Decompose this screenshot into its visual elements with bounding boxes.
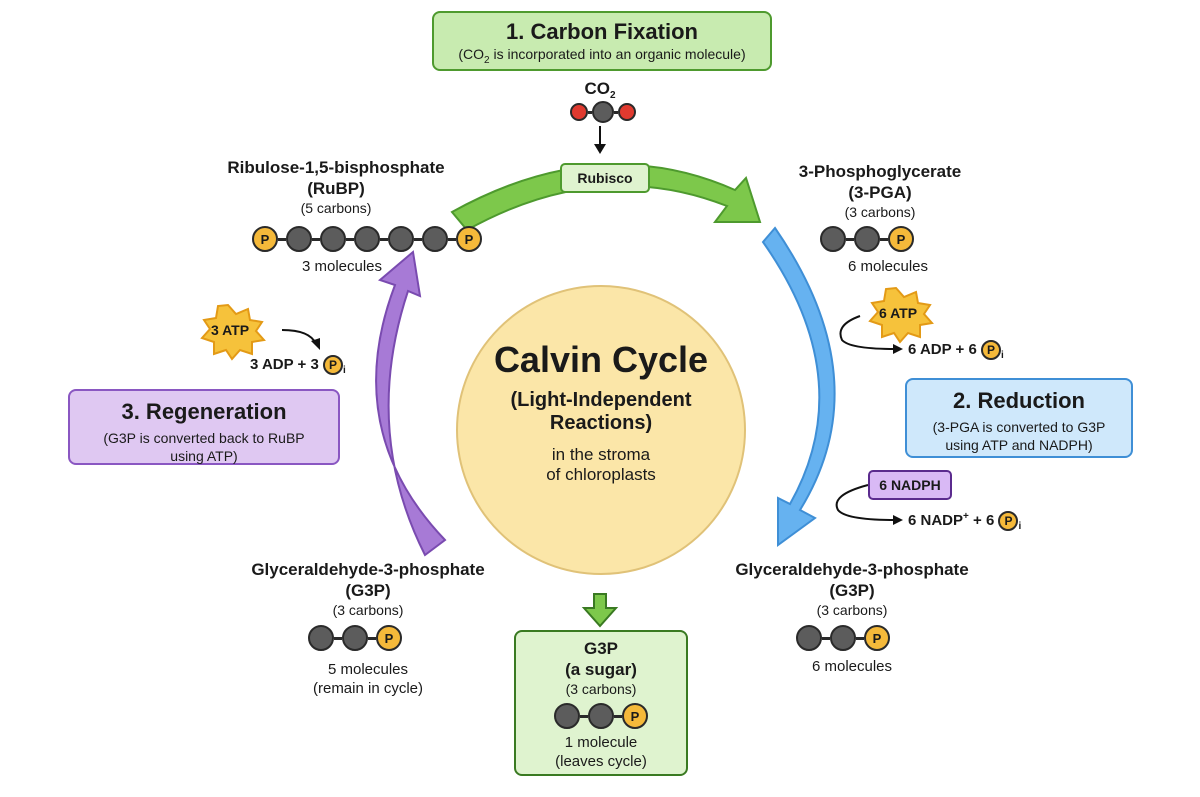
center-subtitle-2: Reactions) xyxy=(549,412,653,434)
carbon-atom xyxy=(320,226,346,252)
co2-molecule xyxy=(570,101,636,123)
g3p-right-carbons: (3 carbons) xyxy=(816,602,888,618)
phosphate-icon: P xyxy=(376,625,402,651)
phosphate-icon: P xyxy=(622,703,648,729)
sugar-title: G3P xyxy=(583,639,619,658)
pga-abbr: (3-PGA) xyxy=(848,183,912,202)
g3p-right-abbr: (G3P) xyxy=(829,581,875,600)
carbon-atom xyxy=(286,226,312,252)
g3p-left-name: Glyceraldehyde-3-phosphate xyxy=(251,560,485,579)
sugar-count-1: 1 molecule xyxy=(564,734,638,751)
rubp-abbr: (RuBP) xyxy=(307,179,365,198)
g3p-right-molecule: P xyxy=(796,625,890,651)
carbon-atom xyxy=(830,625,856,651)
pga-name: 3-Phosphoglycerate xyxy=(798,162,962,181)
phosphate-icon: P xyxy=(998,511,1019,532)
rubp-count: 3 molecules xyxy=(301,258,383,275)
reduction-box: 2. Reduction (3-PGA is converted to G3P … xyxy=(905,378,1133,458)
phosphate-icon: P xyxy=(864,625,890,651)
atp-left-label: 3 ATP xyxy=(210,322,250,338)
phosphate-icon: P xyxy=(456,226,482,252)
center-location-2: of chloroplasts xyxy=(546,465,656,484)
g3p-left-label: Glyceraldehyde-3-phosphate (G3P) (3 carb… xyxy=(230,559,506,620)
phosphate-icon: P xyxy=(252,226,278,252)
purple-arc-arrow xyxy=(375,250,447,557)
center-location-1: in the stroma xyxy=(551,445,651,464)
rubp-label: Ribulose-1,5-bisphosphate (RuBP) (5 carb… xyxy=(200,157,472,218)
calvin-cycle-center: Calvin Cycle (Light-Independent Reaction… xyxy=(456,285,746,575)
g3p-left-carbons: (3 carbons) xyxy=(332,602,404,618)
sugar-count-2: (leaves cycle) xyxy=(555,753,647,770)
carbon-atom xyxy=(820,226,846,252)
pga-carbons: (3 carbons) xyxy=(844,204,916,220)
rubp-name: Ribulose-1,5-bisphosphate xyxy=(227,158,445,177)
carbon-atom xyxy=(592,101,614,123)
g3p-right-label: Glyceraldehyde-3-phosphate (G3P) (3 carb… xyxy=(714,559,990,620)
carbon-atom xyxy=(796,625,822,651)
pga-count: 6 molecules xyxy=(847,258,929,275)
rubp-carbons: (5 carbons) xyxy=(300,200,372,216)
sugar-molecule: P xyxy=(516,703,686,729)
co2-arrow-head xyxy=(594,144,606,154)
rubisco-enzyme-label: Rubisco xyxy=(560,163,650,193)
reduction-line2: using ATP and NADPH) xyxy=(945,437,1093,453)
atp-left-burst xyxy=(200,303,266,361)
phosphate-icon: P xyxy=(322,355,343,375)
co2-label: CO2 xyxy=(584,79,616,101)
carbon-fixation-box: 1. Carbon Fixation (CO2 is incorporated … xyxy=(432,11,772,71)
carbon-atom xyxy=(354,226,380,252)
g3p-right-name: Glyceraldehyde-3-phosphate xyxy=(735,560,969,579)
regeneration-line2: using ATP) xyxy=(170,448,238,464)
oxygen-atom xyxy=(570,103,588,121)
center-title: Calvin Cycle xyxy=(493,339,709,380)
carbon-atom xyxy=(588,703,614,729)
oxygen-atom xyxy=(618,103,636,121)
rubp-molecule: P P xyxy=(252,226,482,252)
pga-molecule: P xyxy=(820,226,914,252)
center-subtitle-1: (Light-Independent xyxy=(510,389,692,411)
carbon-atom xyxy=(422,226,448,252)
regeneration-title: 3. Regeneration xyxy=(121,399,287,424)
g3p-left-count: 5 molecules (remain in cycle) xyxy=(312,661,424,697)
carbon-atom xyxy=(342,625,368,651)
g3p-left-molecule: P xyxy=(308,625,402,651)
sugar-desc: (a sugar) xyxy=(565,660,637,679)
reduction-title: 2. Reduction xyxy=(952,388,1085,413)
carbon-atom xyxy=(854,226,880,252)
atp-right-burst xyxy=(868,286,934,344)
nadph-hook-arrow xyxy=(835,484,896,521)
carbon-fixation-title: 1. Carbon Fixation xyxy=(506,19,698,44)
green-arc-arrow xyxy=(450,163,762,232)
phosphate-icon: P xyxy=(888,226,914,252)
regeneration-box: 3. Regeneration (G3P is converted back t… xyxy=(68,389,340,465)
carbon-atom xyxy=(388,226,414,252)
atp-right-hook-arrow xyxy=(839,315,896,350)
nadph-label: 6 NADPH xyxy=(868,470,952,500)
carbon-atom xyxy=(554,703,580,729)
atp-right-label: 6 ATP xyxy=(878,305,918,321)
sugar-out-arrow xyxy=(581,593,619,628)
sugar-output-box: G3P (a sugar) (3 carbons) P 1 molecule (… xyxy=(514,630,688,776)
reduction-line1: (3-PGA is converted to G3P xyxy=(932,419,1106,435)
sugar-carbons: (3 carbons) xyxy=(565,681,637,697)
atp-left-hook-arrow xyxy=(281,329,317,345)
carbon-atom xyxy=(308,625,334,651)
phosphate-icon: P xyxy=(980,340,1001,360)
blue-arc-arrow xyxy=(761,226,836,547)
regeneration-line1: (G3P is converted back to RuBP xyxy=(103,430,305,446)
pga-label: 3-Phosphoglycerate (3-PGA) (3 carbons) xyxy=(780,161,980,222)
g3p-left-abbr: (G3P) xyxy=(345,581,391,600)
g3p-right-count: 6 molecules xyxy=(811,658,893,675)
carbon-fixation-subtitle: (CO2 is incorporated into an organic mol… xyxy=(458,46,746,66)
